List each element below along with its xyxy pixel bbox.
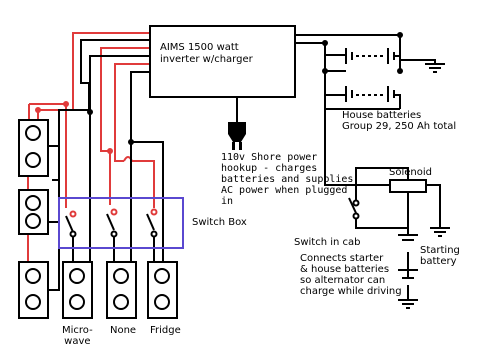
solenoid-label: Solenoid [389,167,432,178]
ground-symbols [398,63,450,309]
starting-battery-label: Starting battery [420,245,460,267]
inverter-label: AIMS 1500 watt inverter w/charger [160,42,253,65]
shore-power-label: 110v Shore power hookup - charges batter… [221,152,354,207]
starting-battery-symbol [398,234,418,279]
switch-leads [72,236,155,262]
hot-dots [35,101,113,154]
junction-dots [87,32,403,145]
solenoid-coil [389,179,427,193]
cab-note-label: Connects starter & house batteries so al… [300,253,402,297]
house-batteries-label: House batteries Group 29, 250 Ah total [342,110,457,132]
switch-box-outline [58,197,184,249]
outlet-label-microwave: Micro- wave [62,325,93,347]
outlet-label-fridge: Fridge [150,325,181,336]
inverter-box: AIMS 1500 watt inverter w/charger [149,25,296,98]
house-battery-bank [345,48,395,102]
outlets [18,119,178,319]
shore-plug-icon [228,122,246,150]
cab-switch-symbol [348,197,360,220]
outlet-label-none: None [110,325,137,336]
switch-box-label: Switch Box [192,217,247,228]
switches [65,208,158,238]
neutral-wires [43,34,441,300]
switch-in-cab-label: Switch in cab [294,237,361,248]
